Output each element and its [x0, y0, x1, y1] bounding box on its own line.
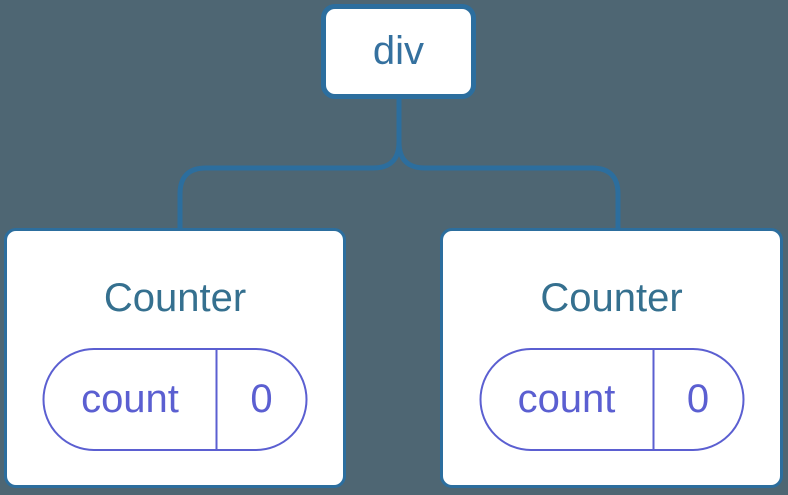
state-value-cell: 0: [654, 350, 742, 449]
state-key-label: count: [517, 377, 616, 421]
tree-node-label: div: [372, 29, 425, 73]
state-value: 0: [250, 377, 273, 421]
state-pill: count 0: [42, 348, 308, 451]
connector-left-branch: [177, 95, 402, 234]
connector-right-branch: [396, 95, 621, 234]
state-key-cell: count: [481, 350, 654, 449]
component-card-counter-right: Counter count 0: [440, 228, 783, 488]
state-value-cell: 0: [218, 350, 306, 449]
component-name: Counter: [103, 276, 247, 320]
state-value: 0: [686, 377, 710, 421]
tree-node-div: div: [321, 4, 476, 99]
state-pill: count 0: [479, 348, 744, 451]
component-card-counter-left: Counter count 0: [4, 228, 346, 488]
state-key-cell: count: [45, 350, 218, 449]
state-key-label: count: [81, 377, 179, 421]
component-name: Counter: [540, 276, 683, 320]
